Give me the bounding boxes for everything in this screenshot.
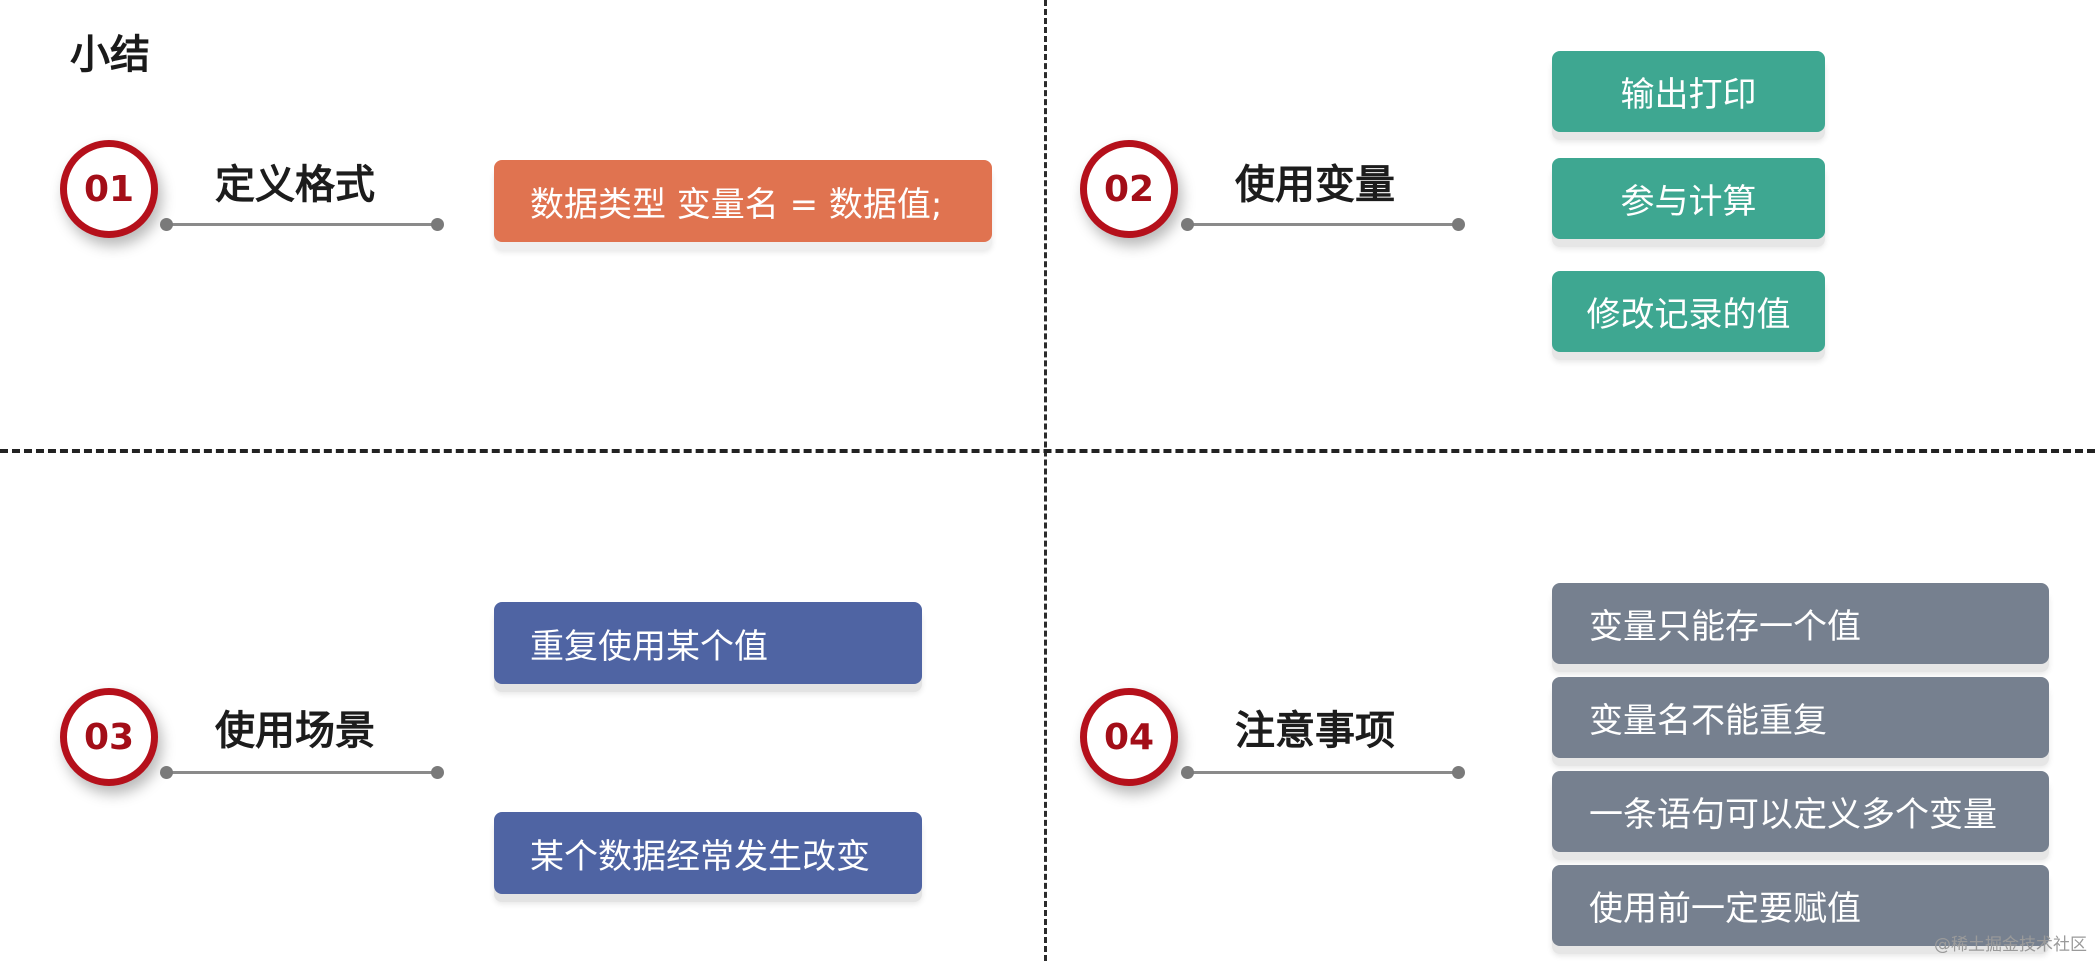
horizontal-divider	[0, 449, 2095, 453]
usage-item: 参与计算	[1552, 158, 1825, 239]
connector-dot	[1181, 766, 1194, 779]
connector-dot	[160, 766, 173, 779]
definition-format-box: 数据类型 变量名 = 数据值;	[494, 160, 992, 242]
scenario-item: 重复使用某个值	[494, 602, 922, 684]
section-number-badge: 03	[60, 688, 158, 786]
slide-title: 小结	[70, 32, 150, 78]
section-number-badge: 02	[1080, 140, 1178, 238]
connector-dot	[1181, 218, 1194, 231]
connector-dot	[431, 218, 444, 231]
connector-dot	[1452, 766, 1465, 779]
connector-dot	[431, 766, 444, 779]
section-number-badge: 01	[60, 140, 158, 238]
section-heading: 定义格式	[215, 162, 375, 208]
connector-dot	[1452, 218, 1465, 231]
connector-line	[160, 218, 444, 231]
section-number-badge: 04	[1080, 688, 1178, 786]
caution-item: 使用前一定要赋值	[1552, 865, 2049, 946]
connector-line	[1181, 218, 1465, 231]
scenario-item: 某个数据经常发生改变	[494, 812, 922, 894]
vertical-divider	[1044, 0, 1047, 961]
connector-line	[1181, 766, 1465, 779]
usage-item: 输出打印	[1552, 51, 1825, 132]
caution-item: 变量名不能重复	[1552, 677, 2049, 758]
section-heading: 注意事项	[1235, 708, 1395, 754]
caution-item: 变量只能存一个值	[1552, 583, 2049, 664]
watermark: @稀土掘金技术社区	[1934, 935, 2087, 955]
usage-item: 修改记录的值	[1552, 271, 1825, 352]
section-heading: 使用场景	[215, 708, 375, 754]
caution-item: 一条语句可以定义多个变量	[1552, 771, 2049, 852]
connector-dot	[160, 218, 173, 231]
connector-line	[160, 766, 444, 779]
section-heading: 使用变量	[1235, 162, 1395, 208]
